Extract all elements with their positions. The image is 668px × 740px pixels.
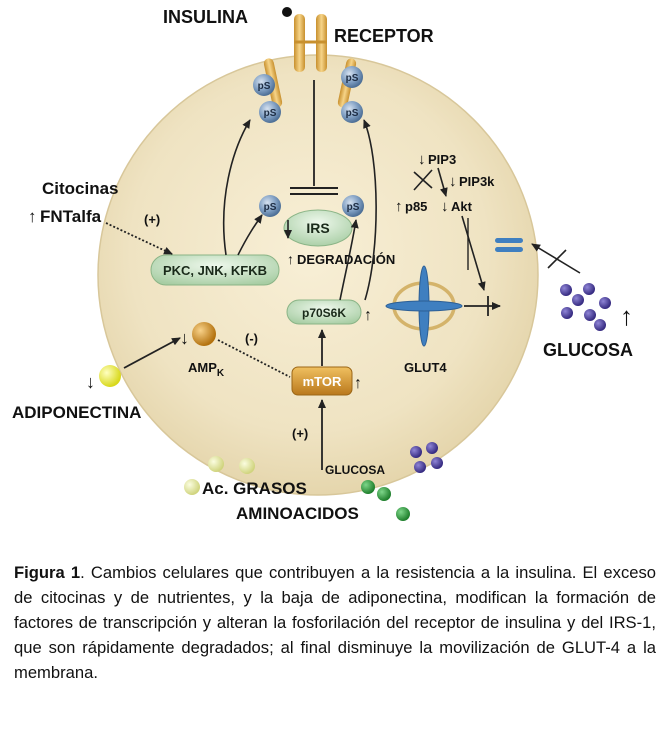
ps-irs-left: pS — [259, 195, 281, 217]
glucose-to-glut-blocked — [531, 243, 581, 274]
membrane-glut — [495, 238, 523, 252]
akt-arrow: ↓ — [441, 198, 449, 215]
insulin-dot — [282, 7, 292, 17]
caption-text: . Cambios celulares que contribuyen a la… — [14, 563, 656, 682]
glut4-label: GLUT4 — [404, 360, 447, 375]
insulina-label: INSULINA — [163, 7, 248, 27]
glut4-transporter — [385, 265, 463, 347]
citocinas-label: Citocinas — [42, 179, 119, 198]
irs-node: IRS — [283, 209, 353, 247]
akt-to-membrane-arrow — [461, 215, 486, 291]
ps-text: pS — [346, 108, 359, 119]
ampk-ball — [192, 322, 216, 346]
ampk-down-arrow: ↓ — [180, 328, 189, 348]
caption-label: Figura 1 — [14, 563, 81, 582]
pkc-label: PKC, JNK, KFKB — [163, 263, 267, 278]
degradacion-label: DEGRADACIÓN — [297, 252, 395, 267]
pkc-to-receptor-arrow — [222, 119, 251, 256]
nutrients-plus: (+) — [292, 426, 308, 441]
adiponectina-to-ampk-arrow — [123, 337, 181, 369]
p70s6k-to-receptor-arrow — [363, 119, 377, 301]
pkc-to-irs-arrow — [237, 214, 263, 256]
ps-text: pS — [258, 81, 271, 92]
mtor-node: mTOR — [291, 366, 353, 396]
insulin-resistance-diagram: INSULINA RECEPTOR pS pS pS pS IRS pS pS … — [12, 7, 633, 523]
ps-text: pS — [264, 108, 277, 119]
pip3-arrow: ↓ — [418, 151, 426, 168]
ampk-to-mtor-inhibit — [217, 339, 291, 378]
fatty-acid-balls — [184, 456, 255, 495]
mtor-up-arrow: ↑ — [354, 375, 362, 392]
ps-text: pS — [346, 73, 359, 84]
ac-grasos-label: Ac. GRASOS — [202, 479, 307, 498]
ps-text: pS — [264, 202, 277, 213]
adiponectina-label: ADIPONECTINA — [12, 403, 141, 422]
pkc-jnk-kfkb-node: PKC, JNK, KFKB — [150, 254, 280, 286]
fntalfa-arrow: ↑ — [28, 207, 37, 226]
glucosa-in-label: GLUCOSA — [325, 463, 385, 477]
glucosa-out-label: GLUCOSA — [543, 340, 633, 360]
ps-receptor-right: pS pS — [341, 66, 363, 123]
glucose-inside-balls — [410, 442, 443, 473]
adiponectina-down-arrow: ↓ — [86, 372, 95, 392]
ps-receptor-left: pS pS — [253, 74, 281, 123]
aminoacidos-label: AMINOACIDOS — [236, 504, 359, 523]
glucosa-out-up-arrow: ↑ — [620, 301, 633, 331]
p85-arrow: ↑ — [395, 198, 403, 215]
receptor-label: RECEPTOR — [334, 26, 434, 46]
figure-caption: Figura 1. Cambios celulares que contribu… — [14, 560, 656, 685]
amino-acid-balls — [361, 480, 410, 521]
mtor-label: mTOR — [303, 374, 342, 389]
pip3k-arrow: ↓ — [449, 173, 457, 190]
ampk-label: AMPK — [188, 360, 225, 379]
glucose-outside — [560, 283, 611, 331]
akt-label: Akt — [451, 199, 473, 214]
ampk-main: AMP — [188, 360, 217, 375]
p70s6k-to-irs-arrow — [339, 219, 359, 301]
fntalfa-label: FNTalfa — [40, 207, 102, 226]
p70s6k-up-arrow: ↑ — [364, 307, 372, 324]
citocinas-to-pkc-arrow — [105, 222, 173, 255]
pip3-to-akt-arrow — [437, 167, 448, 197]
p85-label: p85 — [405, 199, 427, 214]
citocinas-plus: (+) — [144, 212, 160, 227]
irs-label: IRS — [306, 220, 329, 236]
p70s6k-node: p70S6K — [286, 299, 362, 325]
pip3-label: PIP3 — [428, 152, 456, 167]
ps-text: pS — [347, 202, 360, 213]
ampk-sub: K — [217, 368, 225, 379]
p70s6k-label: p70S6K — [302, 306, 346, 320]
ps-irs-right: pS — [342, 195, 364, 217]
pip3k-label: PIP3k — [459, 174, 495, 189]
ampk-minus: (-) — [245, 331, 258, 346]
degradacion-arrow: ↑ — [287, 251, 294, 267]
adiponectina-ball — [99, 365, 121, 387]
